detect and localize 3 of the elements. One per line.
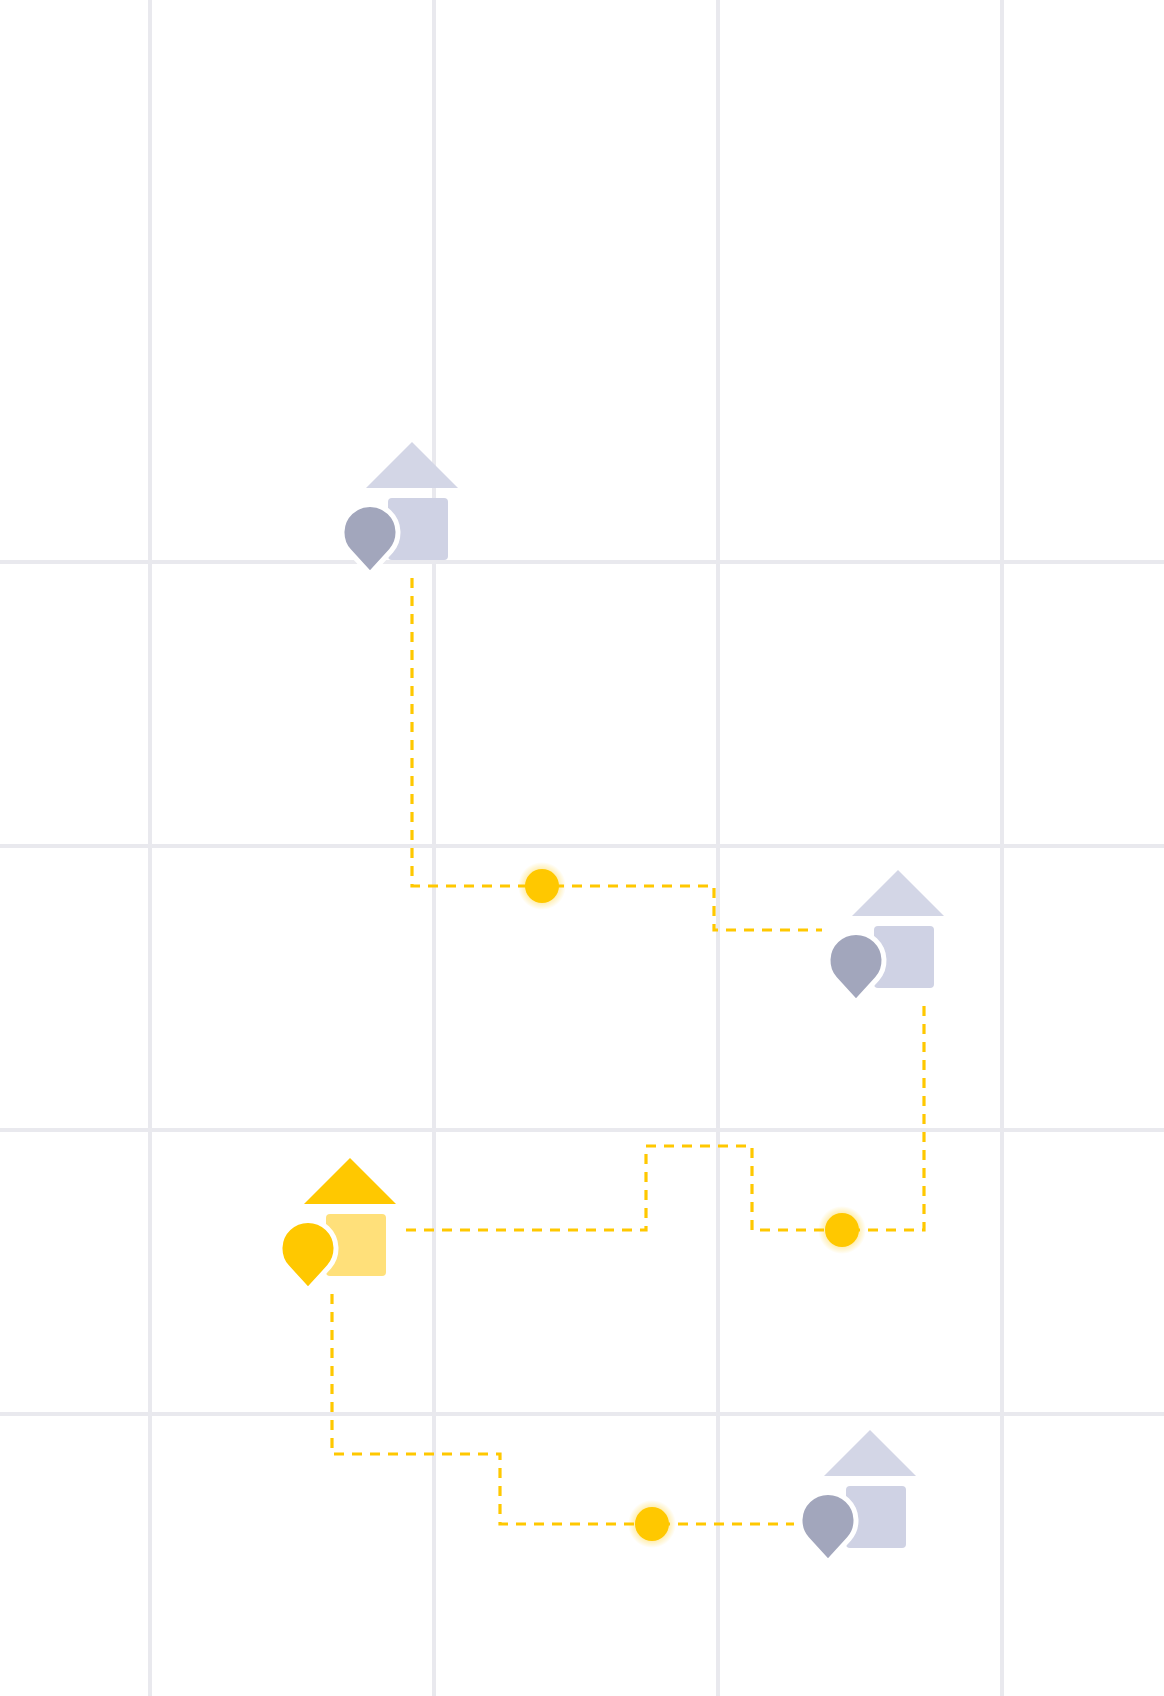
dashed-route-line <box>330 1294 794 1526</box>
dashed-route-line <box>400 1006 926 1232</box>
dashed-route-line <box>410 578 822 932</box>
